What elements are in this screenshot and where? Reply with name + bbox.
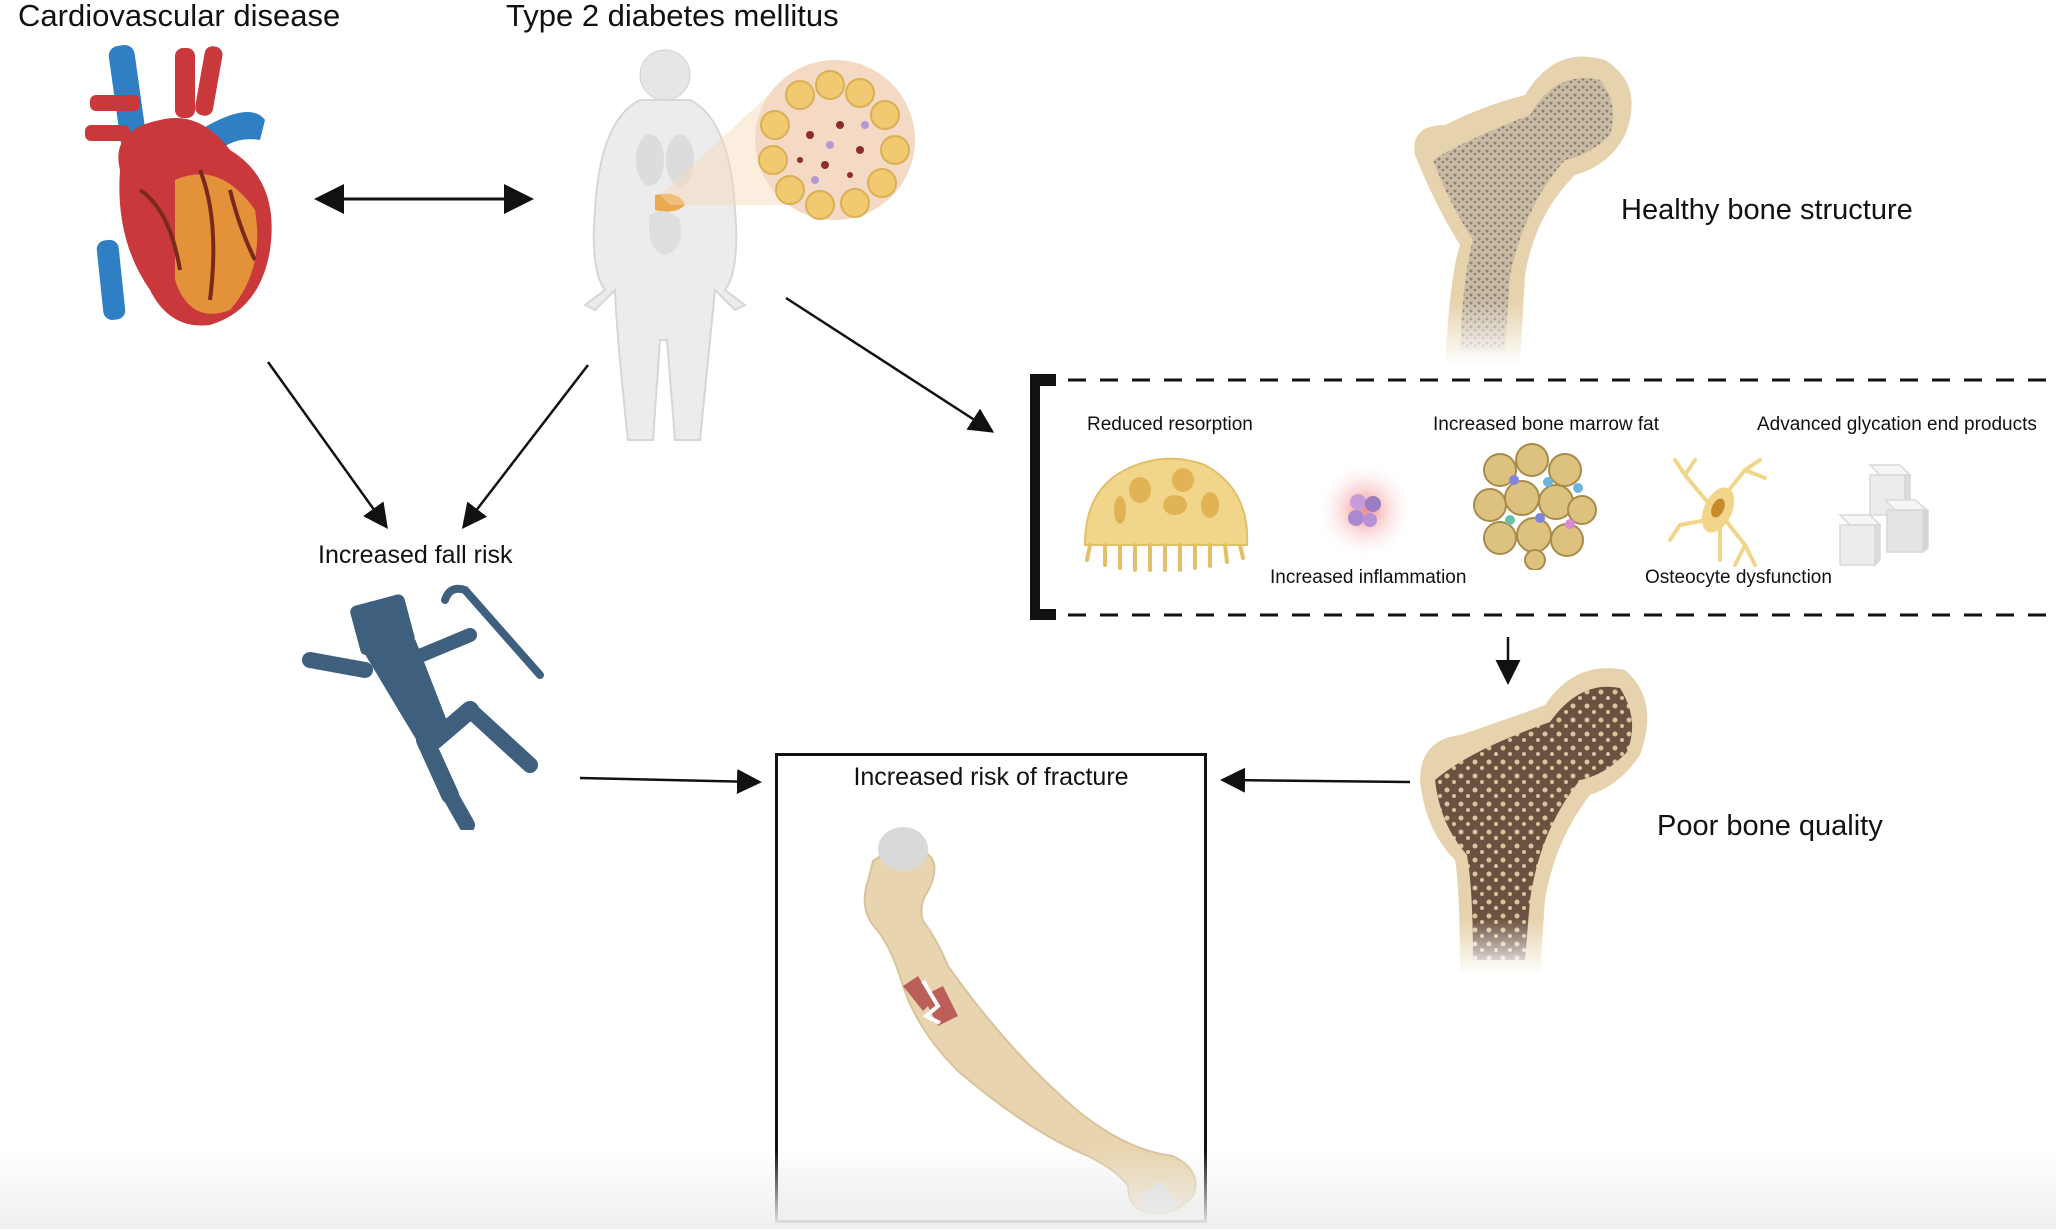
osteocyte-dysfunction-label: Osteocyte dysfunction — [1645, 567, 1832, 588]
bottom-gradient — [0, 1150, 2056, 1229]
arrow-fall-fracture — [579, 769, 762, 795]
poor-bone-label: Poor bone quality — [1657, 810, 1883, 842]
sugar-cubes-icon — [1838, 464, 1930, 567]
fracture-risk-label: Increased risk of fracture — [853, 763, 1129, 791]
arrow-t2dm-mechanisms — [785, 296, 995, 433]
increased-inflammation-label: Increased inflammation — [1270, 567, 1467, 588]
osteoclast-icon — [1083, 457, 1249, 572]
bracket-icon — [1030, 374, 1056, 620]
falling-person-icon — [302, 584, 544, 830]
adipose-tissue-magnification-icon — [660, 60, 915, 220]
bone-marrow-fat-label: Increased bone marrow fat — [1433, 414, 1660, 435]
arrow-cvd-fall — [266, 361, 388, 530]
healthy-bone-icon — [1405, 45, 1635, 365]
poor-bone-icon — [1415, 660, 1650, 975]
human-body-icon — [583, 49, 747, 441]
reduced-resorption-label: Reduced resorption — [1087, 414, 1253, 435]
inflammation-icon — [1315, 460, 1415, 560]
ages-label: Advanced glycation end products — [1757, 414, 2037, 435]
heart-icon — [85, 45, 272, 326]
fall-risk-label: Increased fall risk — [318, 541, 513, 569]
marrow-fat-icon — [1473, 443, 1597, 570]
type2-diabetes-label: Type 2 diabetes mellitus — [506, 0, 839, 33]
fracture-risk-box: Increased risk of fracture — [775, 753, 1207, 1223]
cane-icon — [441, 584, 544, 679]
mechanisms-panel — [1030, 374, 2056, 620]
healthy-bone-label: Healthy bone structure — [1621, 194, 1913, 226]
arrow-poorbone-fracture — [1220, 767, 1411, 793]
osteocyte-icon — [1668, 458, 1767, 567]
cardiovascular-disease-label: Cardiovascular disease — [18, 0, 341, 33]
